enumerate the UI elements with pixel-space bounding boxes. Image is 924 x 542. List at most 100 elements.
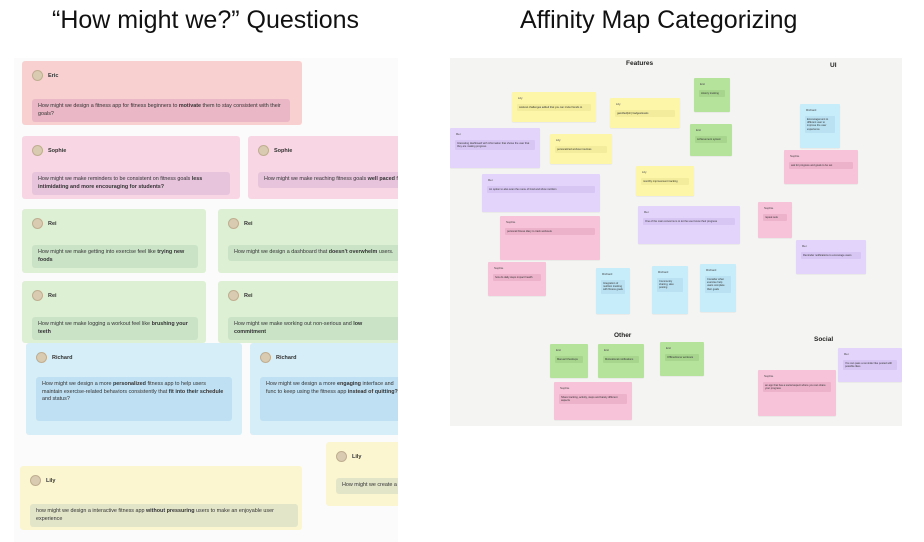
sticky-author: Rei bbox=[802, 244, 807, 248]
hmw-card[interactable]: Rei How might we make getting into exerc… bbox=[22, 209, 206, 273]
hmw-board: Eric How might we design a fitness app f… bbox=[14, 58, 398, 542]
sticky-note[interactable]: Sophie how do daily steps impact health bbox=[488, 262, 546, 296]
sticky-text: Integration of nutrition tracking with f… bbox=[601, 280, 625, 294]
question-text-part: how might we design a interactive fitnes… bbox=[36, 508, 274, 522]
emphasis-text: personalized bbox=[113, 381, 146, 387]
hmw-card[interactable]: Rei How might we make logging a workout … bbox=[22, 281, 206, 343]
card-author: Rei bbox=[48, 220, 57, 227]
category-ui: UI bbox=[830, 62, 837, 69]
avatar bbox=[36, 352, 47, 363]
question-text: How might we make reminders to be consis… bbox=[32, 172, 230, 195]
sticky-author: Eric bbox=[666, 346, 672, 350]
card-author: Rei bbox=[244, 220, 253, 227]
sticky-author: Lily bbox=[642, 170, 647, 174]
sticky-author: Rei bbox=[456, 132, 461, 136]
sticky-text: gamified(ish) badges/levels bbox=[615, 110, 675, 118]
sticky-text: how do daily steps impact health bbox=[493, 274, 541, 282]
sticky-note[interactable]: Lily personalized workout routines bbox=[550, 134, 612, 164]
sticky-note[interactable]: Sophie repeat sets bbox=[758, 202, 792, 238]
sticky-text: personalized workout routines bbox=[555, 146, 607, 154]
hmw-card[interactable]: Sophie How might we make reminders to be… bbox=[22, 136, 240, 199]
question-text: How might we make working out non-seriou… bbox=[228, 317, 398, 340]
sticky-text: Encouragement to different user to impro… bbox=[805, 116, 835, 133]
sticky-text: Share tracking, activity, steps and bare… bbox=[559, 394, 627, 405]
sticky-author: Sophie bbox=[560, 386, 570, 390]
question-text-part: How might we make logging a workout feel… bbox=[38, 321, 188, 335]
category-social: Social bbox=[814, 336, 834, 343]
hmw-card[interactable]: Eric How might we design a fitness app f… bbox=[22, 61, 302, 125]
hmw-card[interactable]: Rei How might we design a dashboard that… bbox=[218, 209, 398, 273]
question-text: How might we design a dashboard that doe… bbox=[228, 245, 398, 261]
sticky-text: History tracking bbox=[699, 90, 725, 98]
sticky-author: Sophie bbox=[764, 206, 774, 210]
avatar bbox=[228, 218, 239, 229]
avatar bbox=[336, 451, 347, 462]
sticky-text: personal fitness diary to track workouts bbox=[505, 228, 595, 236]
sticky-text: repeat sets bbox=[763, 214, 787, 222]
sticky-text: Motivational notifications bbox=[603, 356, 639, 364]
question-text-part: How might we design a more engaging inte… bbox=[266, 381, 398, 395]
question-text-part: How might we make reminders to be consis… bbox=[38, 176, 203, 190]
emphasis-text: less intimidating bbox=[38, 176, 203, 190]
question-text-part: How might we design a dashboard that doe… bbox=[234, 249, 394, 255]
emphasis-text: instead of quitting? bbox=[347, 388, 398, 395]
hmw-card[interactable]: Richard How might we design a more perso… bbox=[26, 343, 242, 435]
hmw-card[interactable]: Rei How might we make working out non-se… bbox=[218, 281, 398, 343]
question-text: How might we make logging a workout feel… bbox=[32, 317, 198, 340]
emphasis-text: motivate bbox=[178, 103, 202, 109]
hmw-card[interactable]: Sophie How might we make reaching fitnes… bbox=[248, 136, 398, 199]
sticky-text: workout challenges added that you can in… bbox=[517, 104, 591, 112]
question-text: How might we design a more engaging inte… bbox=[260, 377, 398, 421]
sticky-note[interactable]: Sophie ask for progress and goals to be s… bbox=[784, 150, 858, 184]
avatar bbox=[258, 145, 269, 156]
question-text: How might we make getting into exercise … bbox=[32, 245, 198, 268]
sticky-author: Sophie bbox=[790, 154, 800, 158]
emphasis-text: well paced bbox=[367, 176, 395, 182]
hmw-card[interactable]: Lily how might we design a interactive f… bbox=[20, 466, 302, 530]
emphasis-text: fit into their schedule bbox=[168, 388, 224, 395]
sticky-text: ask for progress and goals to be set bbox=[789, 162, 853, 170]
question-text-part: How might we make reaching fitness goals… bbox=[264, 176, 398, 182]
sticky-note[interactable]: Sophie personal fitness diary to track wo… bbox=[500, 216, 600, 260]
sticky-text: Community sharing, also posting bbox=[657, 278, 683, 292]
hmw-card[interactable]: Richard How might we design a more engag… bbox=[250, 343, 398, 435]
question-text-part: How might we create a c bbox=[342, 482, 398, 488]
emphasis-text: engaging bbox=[337, 381, 361, 387]
hmw-card[interactable]: Lily How might we create a c bbox=[326, 442, 398, 506]
sticky-text: An option to also scan the menu of food … bbox=[487, 186, 595, 194]
avatar bbox=[32, 145, 43, 156]
sticky-author: Rei bbox=[844, 352, 849, 356]
sticky-author: Sophie bbox=[494, 266, 504, 270]
sticky-author: Lily bbox=[556, 138, 561, 142]
sticky-text: Manual Checkups bbox=[555, 356, 583, 364]
emphasis-text: doesn't bbox=[328, 249, 348, 255]
sticky-author: Sophie bbox=[764, 374, 774, 378]
sticky-author: Richard bbox=[806, 108, 817, 112]
card-author: Lily bbox=[352, 453, 362, 460]
question-text: How might we create a c bbox=[336, 478, 398, 494]
sticky-author: Sophie bbox=[506, 220, 516, 224]
avatar bbox=[32, 70, 43, 81]
card-author: Richard bbox=[276, 354, 297, 361]
question-text-part: How might we make getting into exercise … bbox=[38, 249, 185, 263]
